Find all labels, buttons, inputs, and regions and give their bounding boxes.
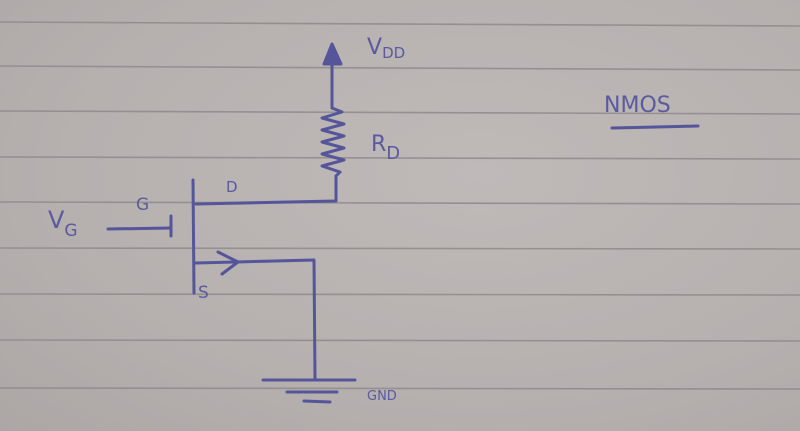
vdd-supply-arrow (322, 42, 343, 110)
ground-icon (261, 378, 357, 404)
label-vdd: VDD (367, 35, 405, 62)
label-source: S (198, 283, 209, 303)
label-gate: G (136, 195, 149, 215)
ruled-lines (0, 21, 800, 390)
source-arrow-icon (216, 250, 240, 276)
gate-wire (106, 226, 173, 231)
label-vdd-sub: DD (382, 44, 405, 62)
resistor-rd (320, 106, 346, 178)
label-rd-main: R (371, 132, 386, 157)
label-drain: D (226, 178, 238, 196)
nmos-channel (191, 178, 196, 295)
label-rd-sub: D (386, 143, 400, 164)
title-nmos: NMOS (604, 93, 671, 118)
label-vg-sub: G (64, 221, 77, 241)
label-vg: VG (48, 206, 78, 241)
source-wire (194, 258, 317, 380)
label-ground: GND (367, 389, 397, 404)
label-rd: RD (371, 132, 400, 164)
label-vg-main: V (48, 206, 65, 234)
label-vdd-main: V (367, 35, 382, 60)
title-underline (610, 124, 700, 130)
drain-wire (194, 174, 338, 206)
